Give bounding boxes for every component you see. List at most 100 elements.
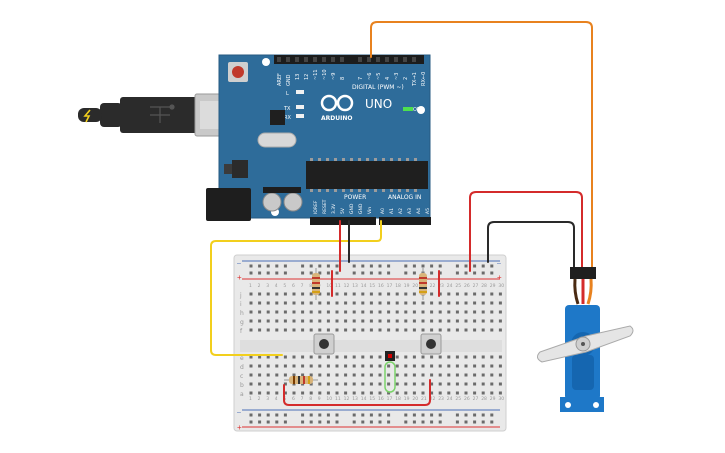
breadboard-hole[interactable] [455, 391, 459, 395]
breadboard-hole[interactable] [473, 420, 477, 424]
breadboard-hole[interactable] [455, 328, 459, 332]
breadboard-hole[interactable] [258, 382, 262, 386]
breadboard-hole[interactable] [395, 382, 399, 386]
breadboard-hole[interactable] [473, 292, 477, 296]
breadboard-hole[interactable] [258, 391, 262, 395]
breadboard-hole[interactable] [455, 373, 459, 377]
breadboard-hole[interactable] [258, 310, 262, 314]
breadboard-hole[interactable] [404, 364, 408, 368]
breadboard-hole[interactable] [430, 271, 434, 275]
breadboard-hole[interactable] [352, 413, 356, 417]
breadboard-hole[interactable] [335, 420, 339, 424]
breadboard-hole[interactable] [249, 319, 253, 323]
breadboard-hole[interactable] [395, 292, 399, 296]
breadboard-hole[interactable] [421, 420, 425, 424]
breadboard-hole[interactable] [464, 391, 468, 395]
breadboard-hole[interactable] [455, 364, 459, 368]
breadboard-hole[interactable] [447, 319, 451, 323]
breadboard-hole[interactable] [387, 420, 391, 424]
breadboard-hole[interactable] [266, 413, 270, 417]
breadboard-hole[interactable] [490, 413, 494, 417]
breadboard-hole[interactable] [258, 355, 262, 359]
breadboard-hole[interactable] [455, 413, 459, 417]
breadboard-hole[interactable] [490, 310, 494, 314]
breadboard-hole[interactable] [318, 271, 322, 275]
breadboard-hole[interactable] [283, 391, 287, 395]
wire-orange-signal[interactable] [370, 21, 593, 273]
breadboard-hole[interactable] [266, 391, 270, 395]
breadboard-hole[interactable] [498, 391, 502, 395]
breadboard-hole[interactable] [266, 328, 270, 332]
breadboard-hole[interactable] [438, 413, 442, 417]
breadboard-hole[interactable] [421, 301, 425, 305]
breadboard-hole[interactable] [481, 413, 485, 417]
breadboard-hole[interactable] [344, 328, 348, 332]
breadboard-hole[interactable] [438, 373, 442, 377]
breadboard-hole[interactable] [266, 420, 270, 424]
breadboard-hole[interactable] [318, 391, 322, 395]
breadboard-hole[interactable] [352, 264, 356, 268]
breadboard-hole[interactable] [438, 391, 442, 395]
breadboard-hole[interactable] [275, 355, 279, 359]
breadboard-hole[interactable] [266, 355, 270, 359]
breadboard-hole[interactable] [438, 292, 442, 296]
breadboard-hole[interactable] [335, 301, 339, 305]
breadboard-hole[interactable] [464, 420, 468, 424]
breadboard-hole[interactable] [301, 271, 305, 275]
breadboard-hole[interactable] [387, 264, 391, 268]
breadboard-hole[interactable] [326, 355, 330, 359]
breadboard-hole[interactable] [404, 413, 408, 417]
breadboard-hole[interactable] [498, 301, 502, 305]
breadboard-hole[interactable] [335, 413, 339, 417]
breadboard-hole[interactable] [369, 328, 373, 332]
breadboard-hole[interactable] [447, 391, 451, 395]
breadboard-hole[interactable] [473, 271, 477, 275]
breadboard-hole[interactable] [438, 420, 442, 424]
breadboard-hole[interactable] [301, 292, 305, 296]
breadboard-hole[interactable] [395, 391, 399, 395]
breadboard-hole[interactable] [464, 355, 468, 359]
breadboard-hole[interactable] [490, 373, 494, 377]
breadboard-hole[interactable] [481, 319, 485, 323]
breadboard-hole[interactable] [283, 420, 287, 424]
breadboard-hole[interactable] [481, 292, 485, 296]
breadboard-hole[interactable] [326, 292, 330, 296]
breadboard-hole[interactable] [361, 382, 365, 386]
breadboard-hole[interactable] [249, 373, 253, 377]
breadboard-hole[interactable] [292, 319, 296, 323]
breadboard-hole[interactable] [378, 364, 382, 368]
breadboard-hole[interactable] [481, 264, 485, 268]
breadboard-hole[interactable] [490, 271, 494, 275]
breadboard-hole[interactable] [430, 310, 434, 314]
breadboard-hole[interactable] [266, 319, 270, 323]
breadboard-hole[interactable] [378, 319, 382, 323]
breadboard-hole[interactable] [309, 382, 313, 386]
breadboard-hole[interactable] [326, 310, 330, 314]
breadboard-hole[interactable] [258, 301, 262, 305]
breadboard-hole[interactable] [412, 364, 416, 368]
breadboard-hole[interactable] [369, 264, 373, 268]
breadboard-hole[interactable] [318, 319, 322, 323]
wire-red-bottom-loop[interactable] [283, 379, 431, 406]
breadboard-hole[interactable] [455, 292, 459, 296]
breadboard-hole[interactable] [438, 271, 442, 275]
breadboard-hole[interactable] [378, 382, 382, 386]
breadboard-hole[interactable] [369, 420, 373, 424]
breadboard-hole[interactable] [378, 391, 382, 395]
breadboard-hole[interactable] [292, 328, 296, 332]
breadboard-hole[interactable] [481, 310, 485, 314]
breadboard-hole[interactable] [361, 391, 365, 395]
breadboard-hole[interactable] [498, 364, 502, 368]
breadboard-hole[interactable] [387, 310, 391, 314]
breadboard-hole[interactable] [335, 373, 339, 377]
breadboard-hole[interactable] [473, 382, 477, 386]
breadboard-hole[interactable] [498, 355, 502, 359]
breadboard-hole[interactable] [387, 413, 391, 417]
breadboard-hole[interactable] [292, 373, 296, 377]
breadboard-hole[interactable] [266, 373, 270, 377]
breadboard-hole[interactable] [301, 413, 305, 417]
breadboard-hole[interactable] [404, 301, 408, 305]
breadboard-hole[interactable] [464, 364, 468, 368]
breadboard-hole[interactable] [249, 413, 253, 417]
breadboard-hole[interactable] [335, 364, 339, 368]
